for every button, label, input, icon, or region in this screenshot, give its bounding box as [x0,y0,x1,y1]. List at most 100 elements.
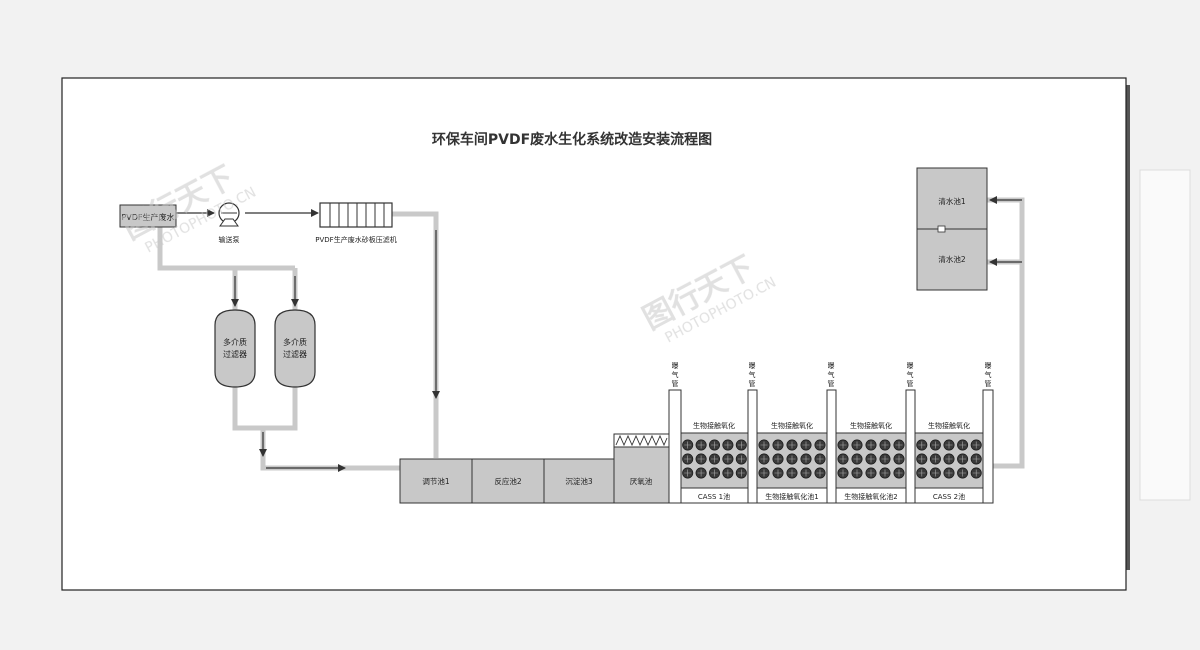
pump-icon [218,202,240,227]
svg-text:气: 气 [749,370,756,379]
bio-media-ball-mark [867,441,875,449]
bio-media-ball-mark [684,455,692,463]
source-label: PVDF生产废水 [121,212,174,222]
bio-media-ball-mark [972,441,980,449]
bio-media-ball-mark [802,441,810,449]
svg-text:过滤器: 过滤器 [223,349,247,359]
bio-media-ball-mark [711,441,718,449]
bio-media-ball-mark [918,441,926,449]
bio-tank-3-media [837,439,905,479]
bio-media-ball-mark [697,441,705,449]
svg-text:管: 管 [828,379,835,388]
aeration-label-5: 曝 气 管 [985,362,992,388]
bio-media-ball-mark [684,469,692,477]
svg-text:厌氧池: 厌氧池 [630,476,653,486]
bio-media-ball-mark [760,455,768,463]
bio-media-ball-mark [918,455,926,463]
bio-media-ball-mark [839,455,847,463]
svg-text:多介质: 多介质 [283,337,307,347]
aeration-label-4: 曝 气 管 [907,362,914,388]
bio-media-ball-mark [724,469,732,477]
bio-media-ball-mark [853,441,861,449]
svg-text:反应池2: 反应池2 [494,476,521,486]
bio-media-ball-mark [724,455,732,463]
bio-tank-3-bottom-label: 生物接触氧化池2 [844,492,897,501]
bio-media-ball-mark [816,455,824,463]
bio-tank-4-media [916,439,982,479]
bio-media-ball-mark [959,441,967,449]
bio-media-ball-mark [788,469,796,477]
pool-reaction: 反应池2 [471,458,545,504]
bio-media-ball-mark [945,441,953,449]
bio-media-ball-mark [697,455,705,463]
bio-media-ball-mark [774,469,782,477]
svg-text:过滤器: 过滤器 [283,349,307,359]
bio-tank-2-media [758,439,826,479]
bio-tank-1-media [682,439,747,479]
pipe-source-to-filters [157,226,295,271]
pool-anaerobic: 厌氧池 [613,433,670,504]
bio-media-ball-mark [788,455,796,463]
bio-tank-4-top-label: 生物接触氧化 [928,421,970,430]
bio-media-ball-mark [774,441,782,449]
svg-text:曝: 曝 [907,362,914,370]
bio-media-ball-mark [931,455,939,463]
bio-media-ball-mark [839,469,847,477]
bio-tank-2-top-label: 生物接触氧化 [771,421,813,430]
bio-media-ball-mark [895,455,903,463]
source-box [119,204,177,228]
bio-tank-3-top-label: 生物接触氧化 [850,421,892,430]
bio-media-ball-mark [684,441,692,449]
svg-text:曝: 曝 [828,362,835,370]
clear-water-tanks: 清水池1 清水池2 [916,167,988,291]
bio-tank-2: 生物接触氧化 生物接触氧化池1 [747,389,828,504]
filter-press-icon [319,202,393,228]
svg-text:调节池1: 调节池1 [422,476,449,486]
bio-media-ball-mark [945,469,953,477]
bio-media-ball-mark [697,469,705,477]
clear-tank-2-label: 清水池2 [938,254,965,264]
bio-media-ball-mark [945,455,953,463]
clear-tank-1-label: 清水池1 [938,196,965,206]
svg-text:多介质: 多介质 [223,337,247,347]
bio-media-ball-mark [737,469,745,477]
side-panel [1139,169,1191,501]
bio-media-ball-mark [711,455,718,463]
bio-media-ball-mark [839,441,847,449]
bio-media-ball-mark [802,455,810,463]
aeration-label-3: 曝 气 管 [828,362,835,388]
bio-tank-4-bottom-label: CASS 2池 [933,492,965,501]
svg-text:气: 气 [985,370,992,379]
pool-regulating: 调节池1 [399,458,473,504]
svg-text:管: 管 [985,379,992,388]
bio-tank-2-bottom-label: 生物接触氧化池1 [765,492,818,501]
bio-media-ball-mark [760,469,768,477]
filter-press-label: PVDF生产废水砂板压滤机 [315,235,396,244]
bio-media-ball-mark [774,455,782,463]
bio-media-ball-mark [816,441,824,449]
svg-text:气: 气 [907,370,914,379]
bio-media-ball-mark [737,455,745,463]
bio-media-ball-mark [881,441,889,449]
bio-tank-3: 生物接触氧化 生物接触氧化池2 [826,389,907,504]
aeration-label-2: 曝 气 管 [749,362,756,388]
svg-text:气: 气 [828,370,835,379]
bio-tank-1-top-label: 生物接触氧化 [693,421,735,430]
pool-sedimentation: 沉淀池3 [543,458,615,504]
svg-text:气: 气 [672,370,679,379]
svg-text:曝: 曝 [985,362,992,370]
bio-tank-4: 生物接触氧化 CASS 2池 [905,389,994,504]
svg-text:管: 管 [907,379,914,388]
svg-text:沉淀池3: 沉淀池3 [565,476,592,486]
bio-media-ball-mark [867,455,875,463]
bio-media-ball-mark [853,469,861,477]
diagram-title: 环保车间PVDF废水生化系统改造安装流程图 [432,131,712,148]
bio-media-ball-mark [931,469,939,477]
bio-media-ball-mark [867,469,875,477]
bio-media-ball-mark [931,441,939,449]
bio-media-ball-mark [737,441,745,449]
bio-media-ball-mark [802,469,810,477]
bio-media-ball-mark [760,441,768,449]
bio-media-ball-mark [881,469,889,477]
